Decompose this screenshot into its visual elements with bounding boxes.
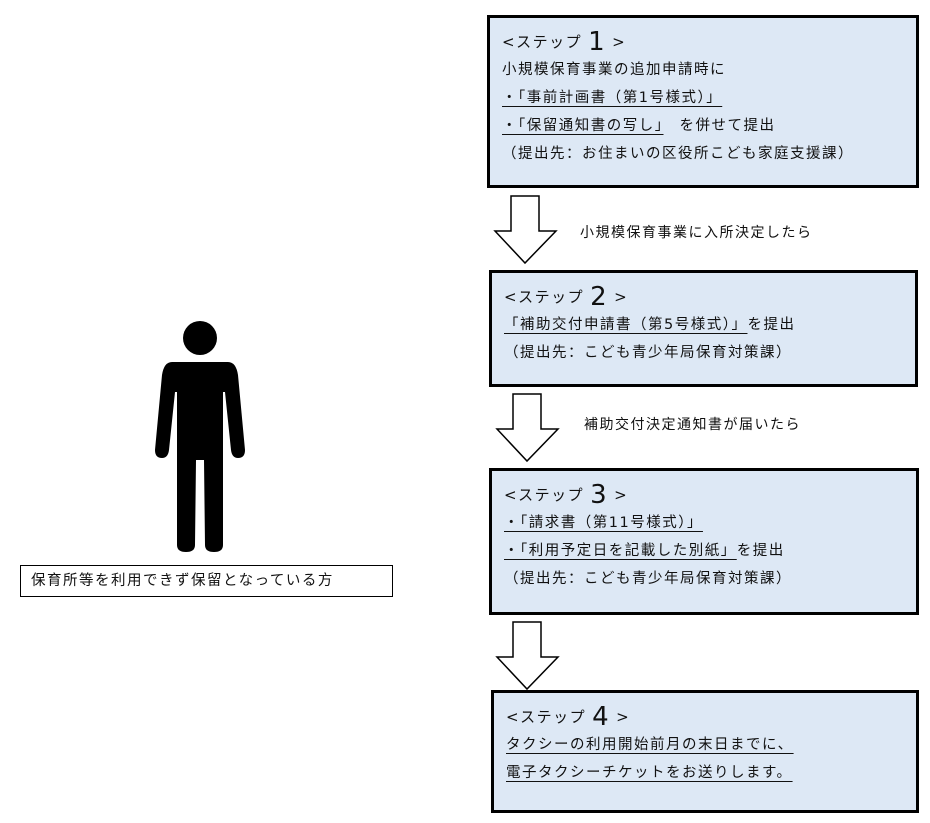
underlined-text: ・「利用予定日を記載した別紙」 [504,543,737,559]
step-text: （提出先：こども青少年局保育対策課） [504,345,792,361]
underlined-text: ・「請求書（第11号様式）」 [504,515,703,531]
step-line: 電子タクシーチケットをお送りします。 [506,759,904,787]
step-line: ・「保留通知書の写し」 を併せて提出 [502,112,904,140]
step-line: （提出先：こども青少年局保育対策課） [504,339,903,367]
step-line: （提出先：お住まいの区役所こども家庭支援課） [502,140,904,168]
step-line: 小規模保育事業の追加申請時に [502,56,904,84]
down-arrow-icon [495,393,560,463]
underlined-text: 電子タクシーチケットをお送りします。 [506,765,793,781]
underlined-text: タクシーの利用開始前月の末日までに、 [506,737,794,753]
down-arrow-icon [493,195,558,265]
step-line: ・「請求書（第11号様式）」 [504,509,904,537]
step-line: タクシーの利用開始前月の末日までに、 [506,731,904,759]
underlined-text: ・「事前計画書（第1号様式）」 [502,90,723,106]
step-line: ・「利用予定日を記載した別紙」を提出 [504,537,904,565]
step-text: 小規模保育事業の追加申請時に [502,62,726,78]
step-text: を提出 [736,543,785,559]
arrow-label-2: 補助交付決定通知書が届いたら [584,417,801,433]
down-arrow-icon [495,621,560,691]
underlined-text: ・「保留通知書の写し」 [502,118,664,134]
person-icon [155,321,245,552]
underlined-text: 「補助交付申請書（第5号様式）」 [504,317,748,333]
person-label: 保育所等を利用できず保留となっている方 [20,565,393,597]
step-line: ・「事前計画書（第1号様式）」 [502,84,904,112]
step-line: 「補助交付申請書（第5号様式）」を提出 [504,311,903,339]
arrow-label-1: 小規模保育事業に入所決定したら [580,225,813,241]
step-text: を提出 [747,317,796,333]
step-text: （提出先：こども青少年局保育対策課） [504,571,792,587]
step-text: を併せて提出 [663,118,776,134]
step-text: （提出先：お住まいの区役所こども家庭支援課） [502,146,854,162]
step-line: （提出先：こども青少年局保育対策課） [504,565,904,593]
